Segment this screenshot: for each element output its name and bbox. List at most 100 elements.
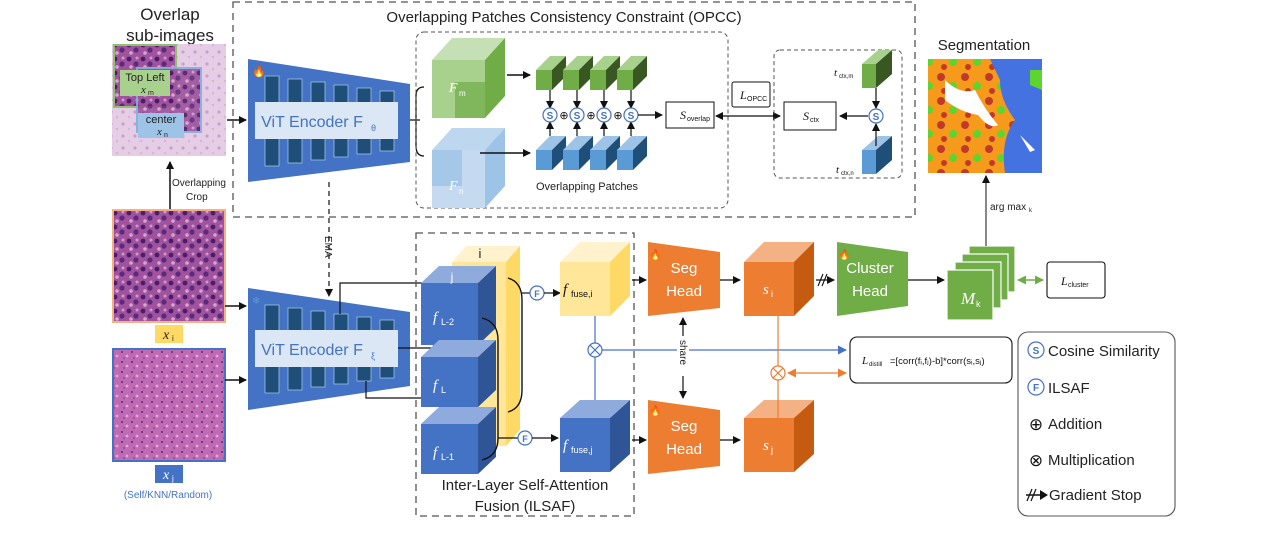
vit-encoder-teacher: ViT Encoder F θ 🔥 [248, 59, 410, 182]
si-label: s [763, 282, 769, 298]
s-ctx-sub: ctx [810, 117, 819, 124]
fm-label: F [448, 81, 458, 96]
svg-text:S: S [574, 111, 581, 122]
segment-output-sj: s j [744, 400, 814, 472]
center-label-box [138, 113, 184, 138]
xj-sub: j [171, 474, 174, 483]
xi-var: x [162, 328, 170, 343]
flame-icon: 🔥 [838, 248, 850, 261]
cosine-similarity-icon: S [596, 90, 612, 136]
tap-l2 [339, 279, 441, 314]
center-var: x [156, 126, 162, 138]
teacher-split-bracket [410, 86, 425, 157]
l-cluster-label: L [1060, 274, 1068, 288]
gradient-stop-icon [1026, 488, 1048, 502]
t-ctx-n-label: t [836, 164, 840, 176]
brace-i [507, 277, 523, 413]
segment-output-si: s i [744, 242, 814, 316]
legend-label: ILSAF [1048, 380, 1090, 397]
xj-note: (Self/KNN/Random) [124, 490, 212, 501]
legend-item-ilsaf: F ILSAF [1027, 378, 1090, 397]
crop-label-line2: Crop [186, 192, 208, 203]
green-patches [536, 56, 647, 90]
fuse-i-label: f [563, 282, 569, 298]
l-opcc-label: L [739, 88, 747, 102]
gradient-stop-icon [821, 273, 828, 287]
distill-rhs: =[corr(fᵢ,fⱼ)-b]*corr(sᵢ,sⱼ) [890, 356, 985, 367]
patches-box [415, 31, 729, 209]
feature-cube-f-l: f L [421, 340, 496, 407]
crop-label-line1: Overlapping [172, 178, 226, 189]
distill-lhs: L [861, 355, 868, 367]
top-left-label-box [120, 70, 170, 96]
ilsaf-icon: F [517, 430, 533, 446]
teacher-encoder-label: ViT Encoder F [261, 114, 363, 131]
legend-symbol: F [1033, 383, 1039, 394]
top-left-var: x [140, 84, 146, 96]
ilsaf-box [415, 232, 635, 517]
feature-cube-fn: F n [432, 128, 505, 208]
teacher-encoder-sub: θ [371, 123, 376, 133]
svg-text:S: S [601, 111, 608, 122]
overlapping-patches-label: Overlapping Patches [536, 181, 639, 193]
feature-cube-fm: F m [432, 38, 505, 118]
s-ctx-label: S [803, 109, 809, 123]
ilsaf-title-line2: Fusion (ILSAF) [475, 498, 576, 515]
segmentation-title: Segmentation [938, 37, 1031, 54]
token-ctx-n [862, 136, 892, 174]
mk-sub: k [976, 299, 981, 309]
ilsaf-icon: F [529, 285, 545, 301]
gradient-stop-icon [817, 273, 824, 287]
multiplication-icon [587, 342, 603, 358]
l-opcc-sub: OPCC [747, 96, 767, 103]
t-ctx-n-sub: ctx,n [841, 171, 854, 177]
image-xi [112, 209, 226, 323]
legend-box [1017, 331, 1176, 517]
t-ctx-m-sub: ctx,m [839, 74, 853, 80]
j-label: j [450, 270, 454, 284]
seg-head-bottom-line1: Seg [671, 418, 698, 435]
cluster-head-line2: Head [852, 283, 888, 300]
token-ctx-m [862, 50, 892, 88]
student-encoder-sub: ξ [371, 351, 375, 361]
legend-item-gradient-stop: Gradient Stop [1026, 487, 1142, 504]
share-label: share [677, 340, 688, 365]
i-label: i [479, 246, 482, 261]
distill-loss-box [849, 336, 1013, 384]
addition-icon: ⊕ [1029, 415, 1043, 435]
center-sub: n [164, 132, 168, 139]
legend-item-multiplication: ⊗ Multiplication [1029, 451, 1135, 471]
cosine-similarity-icon: S [569, 90, 585, 136]
s-ctx-box [783, 101, 837, 131]
seg-head-bottom: Seg Head 🔥 [648, 400, 720, 474]
l-cluster-box [1046, 261, 1106, 299]
segmentation-map [928, 59, 1042, 173]
snowflake-icon: ❄ [252, 296, 260, 307]
distill-lhs-sub: distill [869, 362, 882, 368]
argmax-label: arg max [990, 202, 1026, 213]
center-label: center [146, 114, 177, 126]
top-left-label: Top Left [125, 72, 164, 84]
blue-patches [536, 136, 647, 170]
si-sub: i [771, 289, 773, 299]
legend-label: Multiplication [1048, 452, 1135, 469]
svg-text:S: S [547, 111, 554, 122]
cluster-head: Cluster Head 🔥 [837, 242, 908, 316]
f-l2-label: f [433, 310, 439, 326]
mk-label: M [960, 289, 976, 308]
svg-text:F: F [522, 434, 528, 444]
fuse-i-sub: fuse,i [571, 289, 593, 299]
vit-encoder-student: ViT Encoder F ξ ❄ [248, 288, 410, 410]
fuse-j-label: f [563, 438, 569, 454]
t-ctx-m-label: t [834, 67, 838, 79]
seg-head-top: Seg Head 🔥 [648, 242, 720, 316]
feature-cube-f-l2: j f L-2 [421, 266, 496, 345]
fn-label: F [448, 179, 458, 194]
xi-label-box [155, 325, 183, 343]
legend-item-addition: ⊕ Addition [1029, 415, 1102, 435]
cosine-similarity-icon [1027, 341, 1045, 359]
flame-icon: 🔥 [252, 65, 266, 78]
xj-label-box [155, 465, 183, 483]
legend-label: Gradient Stop [1049, 487, 1142, 504]
ilsaf-title-line1: Inter-Layer Self-Attention [442, 477, 609, 494]
